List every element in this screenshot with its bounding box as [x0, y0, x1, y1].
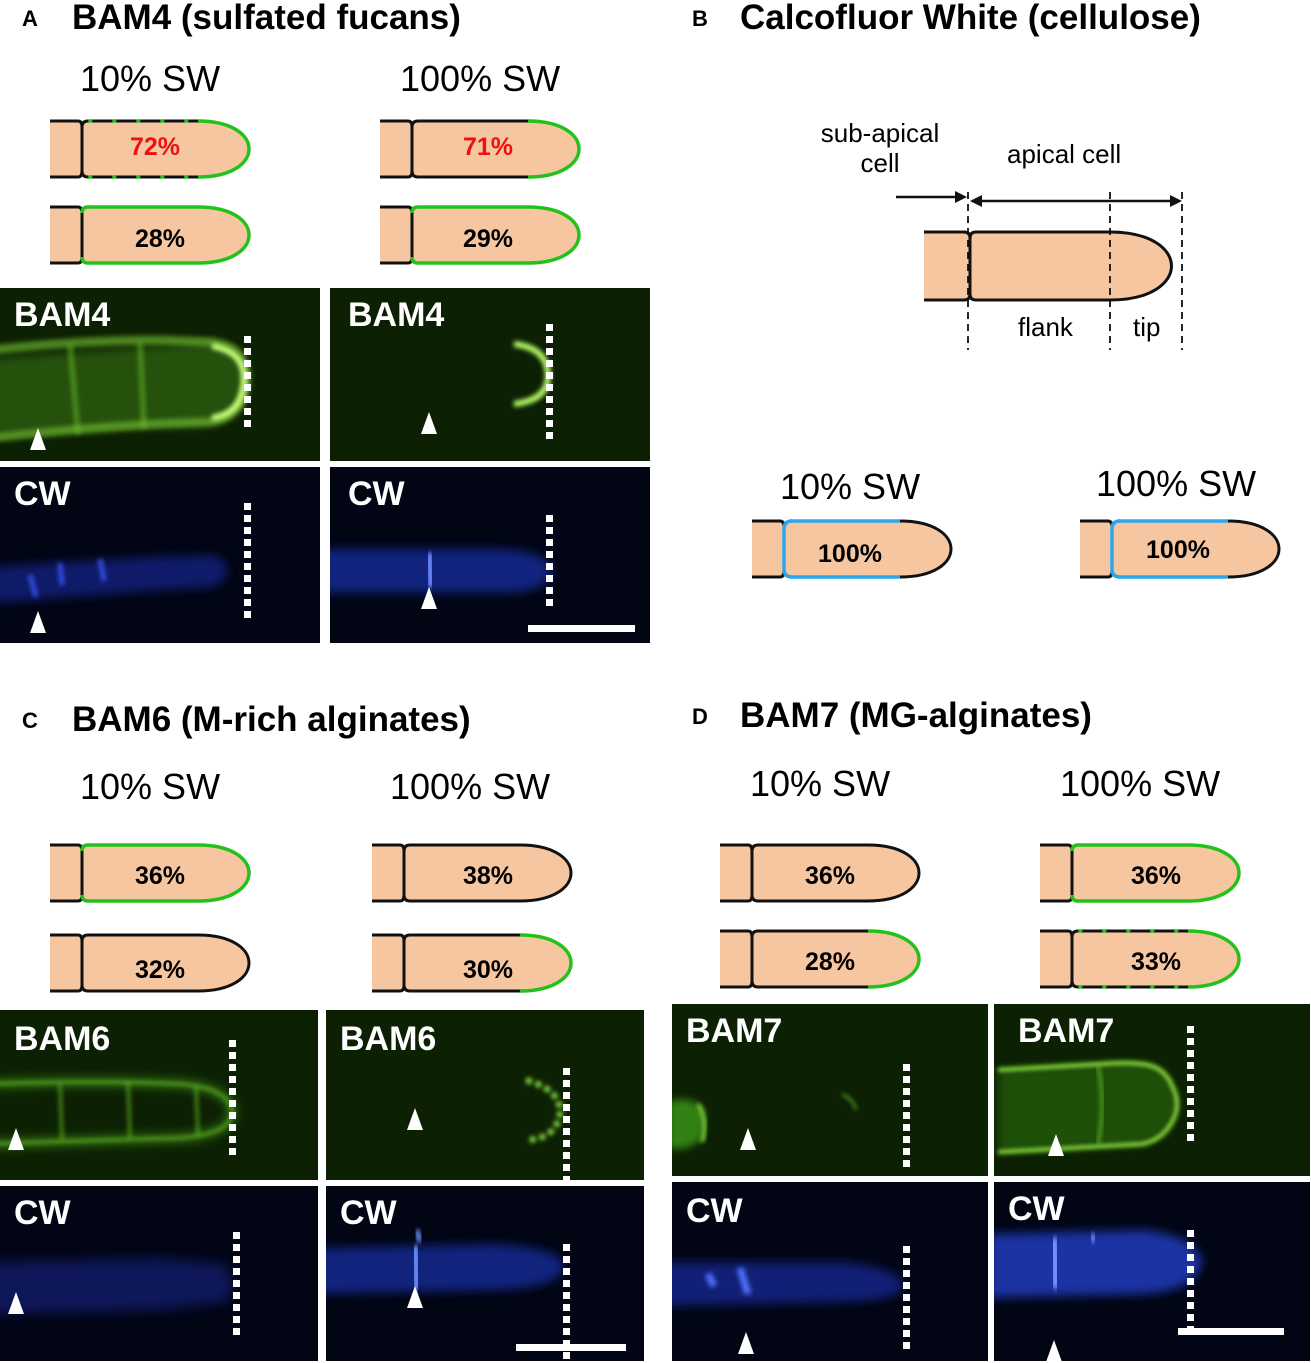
- cell-diagram: [380, 119, 581, 179]
- micrograph-image: [0, 1186, 318, 1361]
- cell-diagram: [720, 843, 921, 903]
- panel-a-condition-10: 10% SW: [80, 58, 221, 99]
- cell-diagram: [752, 519, 953, 579]
- cell-percentage: 30%: [462, 956, 514, 984]
- sub-apical-label: sub-apical cell: [800, 118, 960, 178]
- panel-c-title: BAM6 (M-rich alginates): [72, 700, 471, 739]
- micrograph-label: BAM6: [14, 1020, 111, 1058]
- cell-percentage: 36%: [1130, 862, 1182, 890]
- micrograph-image: [994, 1182, 1310, 1361]
- cell-percentage: 71%: [462, 133, 514, 161]
- micrograph-cw-10sw: CW: [0, 467, 320, 643]
- cell-diagram: [1080, 519, 1281, 579]
- micrograph-bam4-10sw: BAM4: [0, 288, 320, 461]
- cell-diagram: [50, 205, 251, 265]
- panel-b-letter: B: [692, 6, 708, 31]
- micrograph-label: CW: [340, 1194, 397, 1232]
- cell-percentage: 28%: [134, 225, 186, 253]
- micrograph-image: [326, 1010, 644, 1180]
- cell-diagram: [1040, 843, 1241, 903]
- apical-cell-label: apical cell: [1007, 139, 1122, 169]
- micrograph-cw-10sw: CW: [672, 1182, 988, 1361]
- micrograph-bam7-10sw: BAM7: [672, 1004, 988, 1176]
- micrograph-label: CW: [686, 1192, 743, 1230]
- micrograph-label: CW: [348, 475, 405, 513]
- cell-diagram: [1040, 929, 1241, 989]
- micrograph-cw-100sw: CW: [994, 1182, 1310, 1361]
- apical-cell-schematic: [896, 191, 1183, 350]
- sub-apical-line1: sub-apical: [820, 118, 940, 148]
- cell-diagram: [380, 205, 581, 265]
- panel-c-condition-10: 10% SW: [80, 766, 221, 807]
- panel-d-condition-100: 100% SW: [1060, 763, 1221, 804]
- panel-d-title: BAM7 (MG-alginates): [740, 696, 1092, 735]
- micrograph-label: BAM7: [1018, 1012, 1115, 1050]
- cell-percentage: 100%: [1146, 536, 1210, 564]
- cell-percentage: 32%: [134, 956, 186, 984]
- micrograph-label: BAM4: [14, 296, 111, 334]
- micrograph-label: BAM6: [340, 1020, 437, 1058]
- panel-c-condition-100: 100% SW: [390, 766, 551, 807]
- sub-apical-line2: cell: [860, 148, 900, 178]
- micrograph-label: BAM4: [348, 296, 445, 334]
- panel-a-condition-100: 100% SW: [400, 58, 561, 99]
- cell-percentage: 100%: [818, 540, 882, 568]
- panel-d-letter: D: [692, 704, 708, 729]
- panel-d-condition-10: 10% SW: [750, 763, 891, 804]
- micrograph-cw-100sw: CW: [330, 467, 650, 643]
- micrograph-image: [994, 1004, 1310, 1176]
- panel-a-letter: A: [22, 6, 38, 31]
- micrograph-image: [0, 467, 320, 643]
- cell-diagram: [50, 119, 251, 179]
- flank-label: flank: [1018, 312, 1073, 342]
- micrograph-cw-10sw: CW: [0, 1186, 318, 1361]
- panel-b-condition-10: 10% SW: [780, 466, 921, 507]
- cell-diagram: [720, 929, 921, 989]
- micrograph-image: [672, 1182, 988, 1361]
- cell-percentage: 28%: [804, 948, 856, 976]
- micrograph-bam6-100sw: BAM6: [326, 1010, 644, 1180]
- cell-percentage: 36%: [804, 862, 856, 890]
- micrograph-label: CW: [14, 475, 71, 513]
- micrograph-image: [0, 288, 320, 461]
- cell-percentage: 33%: [1130, 948, 1182, 976]
- micrograph-bam4-100sw: BAM4: [330, 288, 650, 461]
- micrograph-label: CW: [14, 1194, 71, 1232]
- micrograph-image: [330, 288, 650, 461]
- panel-b-condition-100: 100% SW: [1096, 463, 1257, 504]
- panel-c-letter: C: [22, 708, 38, 733]
- cell-percentage: 36%: [134, 862, 186, 890]
- cell-percentage: 29%: [462, 225, 514, 253]
- cell-diagram: [50, 843, 251, 903]
- micrograph-cw-100sw: CW: [326, 1186, 644, 1361]
- micrograph-bam6-10sw: BAM6: [0, 1010, 318, 1180]
- micrograph-image: [326, 1186, 644, 1361]
- micrograph-image: [672, 1004, 988, 1176]
- cell-percentage: 72%: [129, 133, 181, 161]
- micrograph-image: [0, 1010, 318, 1180]
- micrograph-label: BAM7: [686, 1012, 783, 1050]
- cell-diagram: [372, 843, 573, 903]
- panel-a-title: BAM4 (sulfated fucans): [72, 0, 461, 37]
- tip-label: tip: [1133, 312, 1161, 342]
- micrograph-bam7-100sw: BAM7: [994, 1004, 1310, 1176]
- micrograph-label: CW: [1008, 1190, 1065, 1228]
- cell-diagram: [372, 933, 573, 993]
- panel-b-title: Calcofluor White (cellulose): [740, 0, 1201, 37]
- cell-percentage: 38%: [462, 862, 514, 890]
- cell-diagram: [50, 933, 251, 993]
- micrograph-image: [330, 467, 650, 643]
